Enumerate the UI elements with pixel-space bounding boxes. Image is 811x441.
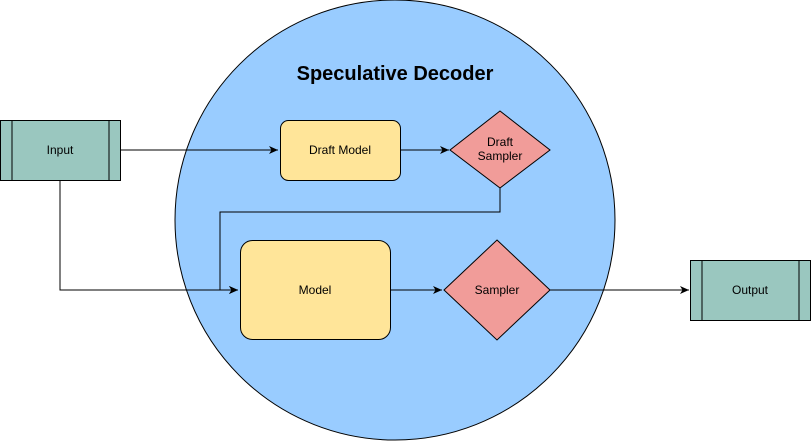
input-node: Input <box>0 120 121 181</box>
model-label: Model <box>299 283 332 297</box>
draft-model-label: Draft Model <box>309 143 371 157</box>
draft-sampler-label-line1: Draft <box>487 135 514 149</box>
draft-sampler-node: Draft Sampler <box>449 110 551 189</box>
sampler-label: Sampler <box>475 283 520 297</box>
diagram-title: Speculative Decoder <box>297 63 494 85</box>
input-label: Input <box>47 143 74 157</box>
edge-input-to-model <box>59 180 238 294</box>
output-node: Output <box>690 260 811 321</box>
draft-sampler-label-line2: Sampler <box>478 149 523 163</box>
model-node: Model <box>240 240 391 340</box>
sampler-node: Sampler <box>443 239 551 341</box>
draft-model-node: Draft Model <box>280 120 401 181</box>
output-label: Output <box>732 283 769 297</box>
